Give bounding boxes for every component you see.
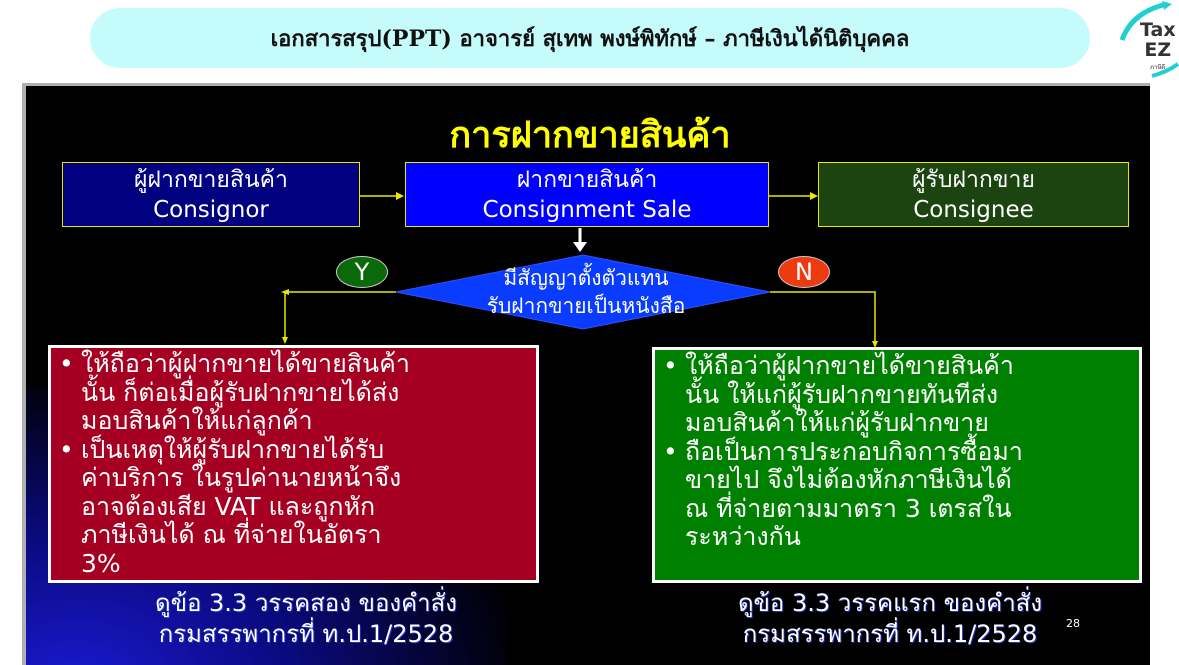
consignee-label-en: Consignee: [913, 197, 1034, 223]
bullet-item: •ให้ถือว่าผู้ฝากขายได้ขายสินค้านั้น ให้แ…: [663, 351, 1014, 437]
decision-line-1: มีสัญญาตั้งตัวแทน: [503, 266, 669, 290]
yes-badge: Y: [336, 256, 388, 288]
logo-subtext: ภาษีดี: [1150, 64, 1166, 71]
right-outcome-panel: •ให้ถือว่าผู้ฝากขายได้ขายสินค้านั้น ให้แ…: [652, 347, 1142, 583]
bullet-item: •ให้ถือว่าผู้ฝากขายได้ขายสินค้านั้น ก็ต่…: [59, 349, 410, 435]
decision-diamond: [395, 254, 771, 330]
left-outcome-panel: •ให้ถือว่าผู้ฝากขายได้ขายสินค้านั้น ก็ต่…: [48, 345, 539, 583]
consignor-label-th: ผู้ฝากขายสินค้า: [134, 167, 288, 193]
flow-connectors: [281, 192, 878, 348]
bullet-item: •ถือเป็นการประกอบกิจการซื้อมาขายไป จึงไม…: [663, 436, 1023, 551]
document-header: เอกสารสรุป(PPT) อาจารย์ สุเทพ พงษ์พิทักษ…: [90, 8, 1090, 68]
slide-number: 28: [1066, 617, 1080, 630]
swoosh-icon: [1119, 1, 1179, 78]
sale-label-en: Consignment Sale: [482, 197, 692, 223]
slide-title: การฝากขายสินค้า: [449, 115, 731, 156]
slide: การฝากขายสินค้า ผู้ฝากขายสินค้า Consignor…: [22, 83, 1150, 665]
right-reference-note: ดูข้อ 3.3 วรรคแรก ของคำสั่งกรมสรรพากรที่…: [737, 589, 1043, 648]
arrow-down-head: [573, 242, 587, 252]
logo-text-tax: Tax: [1140, 19, 1176, 41]
document-title: เอกสารสรุป(PPT) อาจารย์ สุเทพ พงษ์พิทักษ…: [270, 25, 910, 52]
no-badge: N: [778, 256, 830, 288]
logo-text-ez: EZ: [1144, 39, 1172, 61]
bullet-item: •เป็นเหตุให้ผู้รับฝากขายได้รับค่าบริการ …: [59, 434, 402, 578]
consignor-box: ผู้ฝากขายสินค้า Consignor: [62, 162, 360, 227]
decision-text: มีสัญญาตั้งตัวแทนรับฝากขายเป็นหนังสือ: [426, 264, 746, 320]
consignee-label-th: ผู้รับฝากขาย: [912, 167, 1035, 193]
consignor-label-en: Consignor: [153, 197, 269, 223]
left-reference-note: ดูข้อ 3.3 วรรคสอง ของคำสั่งกรมสรรพากรที่…: [155, 589, 457, 648]
no-branch-line: [770, 291, 876, 344]
consignee-box: ผู้รับฝากขาย Consignee: [818, 162, 1129, 227]
consignment-sale-box: ฝากขายสินค้า Consignment Sale: [405, 162, 769, 227]
decision-line-2: รับฝากขายเป็นหนังสือ: [486, 294, 686, 318]
yes-branch-line: [284, 291, 396, 340]
sale-label-th: ฝากขายสินค้า: [516, 167, 658, 193]
